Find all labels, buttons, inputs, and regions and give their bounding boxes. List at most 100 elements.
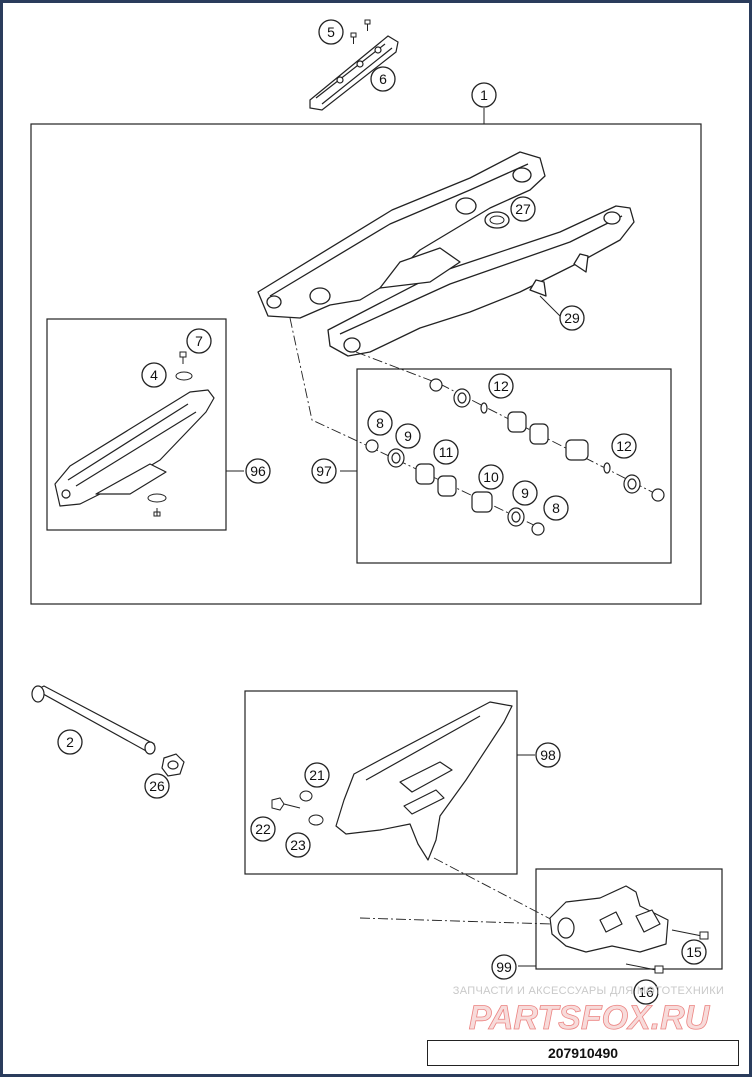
callout-circle [491, 954, 517, 980]
swingarm-axle [31, 685, 156, 755]
callout-label: 21 [309, 767, 325, 783]
bolt-icon [271, 790, 324, 826]
watermark-logo: PARTSFOX.RU [468, 999, 711, 1035]
chain-guide-box-98 [244, 690, 518, 875]
callout-label: 8 [376, 415, 384, 431]
callout-circle [559, 305, 585, 331]
callout-circle [311, 458, 337, 484]
callout-label: 26 [149, 778, 165, 794]
callout-label: 22 [255, 821, 271, 837]
callout-5: 5 [318, 19, 344, 45]
callout-circle [681, 939, 707, 965]
callout-label: 7 [195, 333, 203, 349]
callout-label: 15 [686, 944, 702, 960]
callout-6: 6 [370, 66, 396, 92]
watermark-logo-text: PARTSFOX.RU [469, 999, 711, 1035]
bolt-icon [625, 929, 709, 974]
guard-box-96 [46, 318, 227, 531]
chain-guide-box-99 [535, 868, 723, 970]
callout-circle [488, 373, 514, 399]
axle-nut [161, 753, 185, 777]
callout-label: 96 [250, 463, 266, 479]
callout-circle [245, 458, 271, 484]
callout-circle [141, 362, 167, 388]
bearing-parts [365, 378, 665, 536]
callout-circle [478, 464, 504, 490]
callout-label: 27 [515, 201, 531, 217]
callout-label: 8 [552, 500, 560, 516]
callout-29: 29 [559, 305, 585, 331]
callout-4: 4 [141, 362, 167, 388]
swingarm-assembly-box [30, 123, 702, 605]
callout-label: 23 [290, 837, 306, 853]
callout-10: 10 [478, 464, 504, 490]
callout-11: 11 [433, 439, 459, 465]
screw-icon [350, 19, 371, 44]
callout-97: 97 [311, 458, 337, 484]
callout-circle [370, 66, 396, 92]
callout-2: 2 [57, 729, 83, 755]
callout-circle [395, 423, 421, 449]
callout-label: 29 [564, 310, 580, 326]
callout-8: 8 [367, 410, 393, 436]
callout-1: 1 [471, 82, 497, 108]
callout-7: 7 [186, 328, 212, 354]
callout-circle [367, 410, 393, 436]
callout-circle [611, 433, 637, 459]
callout-circle [250, 816, 276, 842]
callout-8: 8 [543, 495, 569, 521]
callout-99: 99 [491, 954, 517, 980]
callout-9: 9 [395, 423, 421, 449]
chain-guide-upper [335, 701, 513, 861]
callout-label: 9 [404, 428, 412, 444]
callout-label: 4 [150, 367, 158, 383]
callout-circle [304, 762, 330, 788]
callout-15: 15 [681, 939, 707, 965]
part-number: 207910490 [547, 1045, 619, 1061]
callout-16: 16 [633, 979, 659, 1005]
bearing-kit-box-97 [356, 368, 672, 564]
callout-23: 23 [285, 832, 311, 858]
callout-26: 26 [144, 773, 170, 799]
callout-label: 11 [439, 444, 454, 460]
callout-96: 96 [245, 458, 271, 484]
callout-circle [186, 328, 212, 354]
watermark-tagline: ЗАПЧАСТИ И АКСЕССУАРЫ ДЛЯ МОТОТЕХНИКИ [452, 985, 725, 997]
callout-circle [535, 742, 561, 768]
chain-guide-lower [549, 885, 669, 953]
callout-circle [318, 19, 344, 45]
callout-label: 97 [316, 463, 332, 479]
chain-slider-top [309, 35, 399, 111]
callout-label: 99 [496, 959, 512, 975]
callout-circle [57, 729, 83, 755]
callout-circle [543, 495, 569, 521]
leader-29 [539, 295, 561, 317]
callout-circle [471, 82, 497, 108]
callout-label: 12 [493, 378, 509, 394]
callout-label: 98 [540, 747, 556, 763]
callout-circle [510, 196, 536, 222]
callout-22: 22 [250, 816, 276, 842]
ring-part [484, 211, 510, 229]
callout-27: 27 [510, 196, 536, 222]
callout-label: 12 [616, 438, 632, 454]
callout-label: 6 [379, 71, 387, 87]
callout-12: 12 [488, 373, 514, 399]
callout-label: 9 [521, 485, 529, 501]
callout-label: 10 [483, 469, 499, 485]
part-number-box: 207910490 [427, 1040, 739, 1066]
swingarm-guard [54, 389, 215, 507]
screw-icon [147, 351, 193, 517]
callout-circle [512, 480, 538, 506]
callout-label: 5 [327, 24, 335, 40]
callout-9: 9 [512, 480, 538, 506]
callout-label: 1 [480, 87, 488, 103]
swingarm [257, 151, 635, 357]
callout-circle [433, 439, 459, 465]
callout-circle [144, 773, 170, 799]
callout-label: 2 [66, 734, 74, 750]
callout-circle [285, 832, 311, 858]
